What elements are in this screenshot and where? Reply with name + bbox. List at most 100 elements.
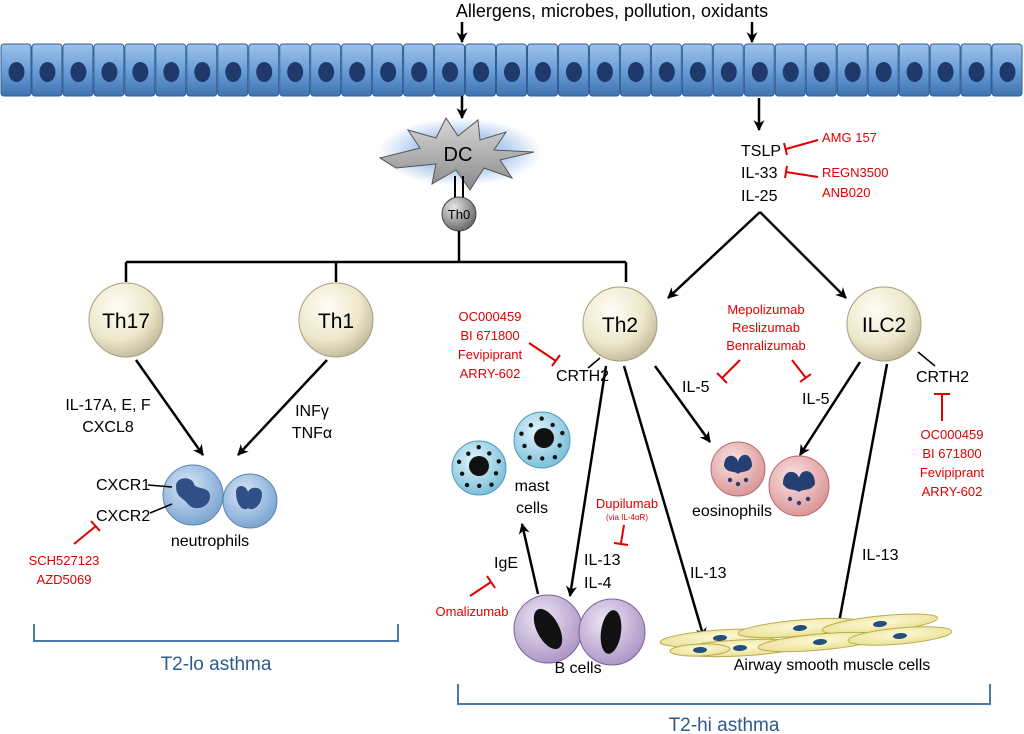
il33-label: IL-33 — [741, 165, 778, 182]
granule — [489, 482, 494, 487]
epithelial-nucleus — [256, 62, 273, 82]
th17-cytokines-label: IL-17A, E, F — [65, 397, 151, 414]
epithelial-nucleus — [875, 62, 892, 82]
epithelial-nucleus — [442, 62, 459, 82]
granule — [496, 459, 501, 464]
drug-bi671800-ilc2: BI 671800 — [922, 446, 981, 461]
smooth-muscle-nucleus — [873, 620, 887, 628]
il4-b-label: IL-4 — [584, 575, 612, 592]
drug-oc000459-th2: OC000459 — [459, 309, 522, 324]
crth2-th2-label: CRTH2 — [556, 368, 609, 385]
airway-smooth-muscle-cells — [659, 613, 953, 658]
epithelial-nucleus — [906, 62, 923, 82]
crth2-ilc2-label: CRTH2 — [916, 369, 969, 386]
granule — [464, 482, 470, 488]
drug-reslizumab: Reslizumab — [732, 320, 800, 335]
tslp-label: TSLP — [741, 143, 781, 160]
granule — [540, 456, 545, 461]
epithelial-nucleus — [380, 62, 397, 82]
drug-oc000459-ilc2: OC000459 — [921, 427, 984, 442]
cxcr2-inhibition — [73, 520, 101, 545]
drug-arry602-th2: ARRY-602 — [460, 366, 521, 381]
th1-infg-label: INFγ — [295, 403, 329, 420]
dc-label: DC — [444, 144, 473, 166]
epithelial-nucleus — [937, 62, 954, 82]
granule — [552, 454, 558, 460]
ilc2-label: ILC2 — [862, 314, 906, 337]
stimulus-label: Allergens, microbes, pollution, oxidants — [456, 1, 768, 21]
drug-fevipiprant-th2: Fevipiprant — [458, 347, 523, 362]
granule — [557, 443, 562, 448]
b-cells-label: B cells — [554, 660, 601, 677]
drug-arry602-ilc2: ARRY-602 — [922, 484, 983, 499]
epithelial-nucleus — [132, 62, 149, 82]
il13-b-label: IL-13 — [584, 552, 621, 569]
drug-dupilumab: Dupilumab — [596, 496, 658, 511]
epithelial-nucleus — [689, 62, 706, 82]
drug-omalizumab: Omalizumab — [436, 604, 509, 619]
epithelial-nucleus — [70, 62, 87, 82]
dupilumab-note: (via IL-4αR) — [606, 513, 648, 522]
granule — [550, 422, 555, 428]
granule — [527, 455, 532, 460]
il5-right-label: IL-5 — [802, 391, 830, 408]
epithelial-nucleus — [349, 62, 366, 82]
th2-label: Th2 — [602, 314, 638, 337]
smooth-muscle-nucleus — [733, 644, 747, 652]
ilc2-cell: ILC2 — [846, 286, 922, 362]
epithelial-nucleus — [565, 62, 582, 82]
neutrophils — [162, 464, 278, 529]
dendritic-cell: DC — [378, 117, 542, 191]
granule — [493, 471, 499, 476]
smooth-muscle-nucleus — [713, 634, 727, 642]
neutrophils-label: neutrophils — [171, 533, 249, 550]
il13-ilc2-asm-label: IL-13 — [862, 547, 899, 564]
mast-cells-label-2: cells — [516, 500, 548, 517]
smooth-muscle-nucleus — [813, 638, 827, 646]
drug-regn3500: REGN3500 — [822, 165, 888, 180]
drug-fevipiprant-ilc2: Fevipiprant — [920, 465, 985, 480]
cxcr2-label: CXCR2 — [96, 508, 150, 525]
crth2-ilc2-inhibition — [934, 393, 950, 421]
epithelial-nucleus — [720, 62, 737, 82]
crth2-th2-inhibition — [528, 342, 561, 367]
granule — [519, 431, 524, 436]
t2-lo-asthma-label: T2-lo asthma — [161, 654, 272, 675]
granule — [466, 451, 471, 456]
smooth-muscle-label: Airway smooth muscle cells — [734, 657, 931, 674]
epithelial-nucleus — [8, 62, 25, 82]
drug-benralizumab: Benralizumab — [726, 338, 806, 353]
ige-inhibition — [469, 575, 496, 597]
drug-anb020: ANB020 — [822, 185, 870, 200]
t2-hi-asthma-label: T2-hi asthma — [669, 715, 780, 734]
th0-label: Th0 — [448, 207, 470, 222]
epithelial-nucleus — [287, 62, 304, 82]
epithelial-nucleus — [782, 62, 799, 82]
th17-chemokine-label: CXCL8 — [82, 419, 134, 436]
eosinophils — [710, 441, 830, 517]
granule — [477, 483, 482, 489]
smooth-muscle-nucleus — [893, 632, 907, 640]
smooth-muscle-nucleus — [793, 624, 807, 632]
il13-th2-asm-label: IL-13 — [690, 565, 727, 582]
mast-cell-granules — [456, 416, 565, 489]
amg157-inhibition — [783, 139, 819, 156]
granule — [476, 444, 481, 450]
th1-cell: Th1 — [298, 282, 374, 358]
epithelial-nucleus — [999, 62, 1016, 82]
epithelial-nucleus — [504, 62, 520, 82]
epithelial-nucleus — [596, 62, 613, 82]
epithelial-nucleus — [968, 62, 985, 82]
granule — [560, 430, 565, 436]
th17-cell: Th17 — [88, 282, 164, 358]
il25-label: IL-25 — [741, 188, 778, 205]
cxcr1-label: CXCR1 — [96, 477, 150, 494]
il5-left-label: IL-5 — [682, 379, 710, 396]
th1-label: Th1 — [318, 310, 354, 333]
epithelial-nucleus — [318, 62, 335, 82]
drug-azd5069: AZD5069 — [37, 572, 92, 587]
epithelial-nucleus — [194, 62, 211, 82]
drug-bi671800-th2: BI 671800 — [460, 328, 519, 343]
epithelial-nucleus — [411, 62, 428, 82]
